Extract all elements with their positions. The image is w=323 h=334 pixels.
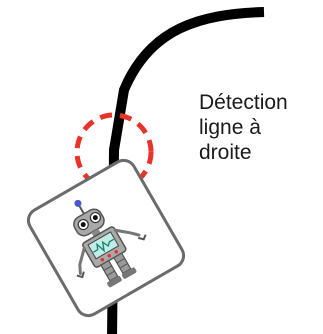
caption-line-1: Détection xyxy=(199,91,288,114)
robot-icon xyxy=(26,158,186,318)
robot-figure xyxy=(73,199,147,288)
detection-caption: Détection ligne à droite xyxy=(199,90,288,165)
caption-line-3: droite xyxy=(199,141,252,164)
track-line xyxy=(107,7,265,334)
dashed-circle-sensor-icon xyxy=(74,112,154,192)
antenna-tip xyxy=(74,199,82,207)
caption-line-2: ligne à xyxy=(199,116,261,139)
